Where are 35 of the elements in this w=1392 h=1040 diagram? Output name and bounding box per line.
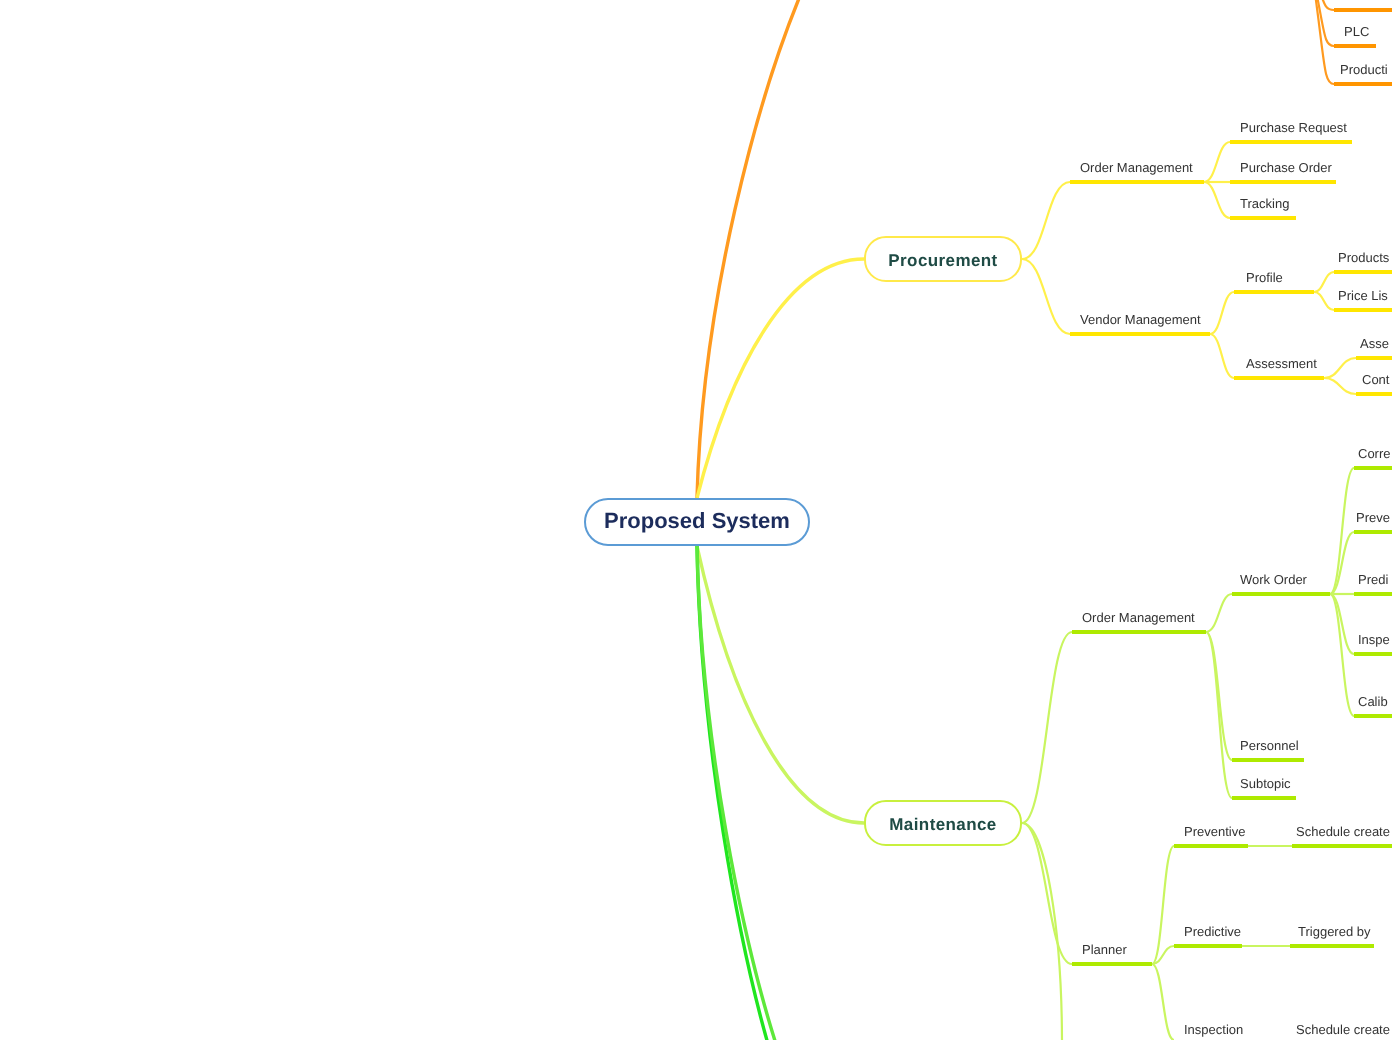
connector-line: [1203, 180, 1231, 220]
main-topic-box: Procurement: [864, 236, 1022, 282]
connector-line: [1209, 290, 1235, 336]
connector-line: [1323, 356, 1357, 380]
connector-line: [1209, 332, 1235, 380]
connector-line: [1151, 963, 1175, 1040]
connector-line: [1329, 593, 1355, 717]
connector-line: [1021, 631, 1073, 824]
connector-line: [1203, 140, 1231, 184]
connector-line: [1205, 631, 1233, 761]
central-topic-box: Proposed System: [584, 498, 810, 546]
connector-line: [1329, 593, 1355, 655]
connector-line: [1021, 822, 1073, 965]
connector-line: [1151, 944, 1175, 966]
connector-line: [1151, 845, 1175, 965]
connector-line: [1204, 180, 1230, 184]
connector-line: [1330, 592, 1354, 596]
connector-line: [695, 0, 802, 499]
connector-line: [1329, 531, 1355, 595]
connector-line: [1205, 592, 1233, 634]
connector-line: [1021, 821, 1064, 1040]
topic-underline: [1334, 8, 1392, 12]
connector-line: [1310, 0, 1335, 86]
connector-line: [1242, 944, 1290, 948]
connector-line: [1313, 290, 1335, 312]
connector-line: [695, 545, 865, 825]
connector-line: [1021, 180, 1071, 261]
connector-line: [1205, 631, 1233, 799]
main-topic-box: Maintenance: [864, 800, 1022, 846]
connector-line: [1313, 270, 1335, 294]
connector-line: [1323, 376, 1357, 396]
connector-line: [1021, 257, 1071, 336]
connector-line: [1248, 844, 1292, 848]
connector-line: [1329, 467, 1355, 595]
connector-line: [695, 257, 865, 499]
